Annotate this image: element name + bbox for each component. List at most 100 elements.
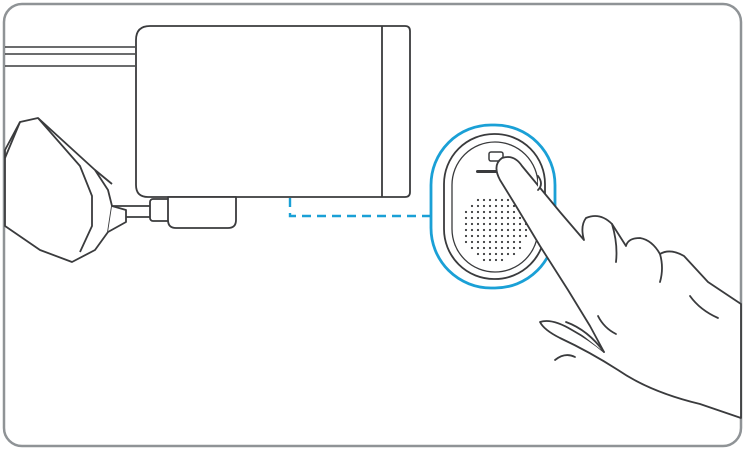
grille-dot bbox=[500, 234, 504, 238]
grille-dot bbox=[512, 210, 516, 214]
grille-dot bbox=[494, 198, 498, 202]
sync-button-icon bbox=[488, 151, 504, 162]
grille-dot bbox=[518, 246, 522, 250]
grille-dot bbox=[494, 210, 498, 214]
grille-dot bbox=[476, 204, 480, 208]
grille-dot bbox=[470, 216, 474, 220]
mount-rail bbox=[5, 46, 135, 67]
grille-dot bbox=[488, 234, 492, 238]
grille-dot bbox=[482, 222, 486, 226]
grille-dot bbox=[482, 252, 486, 256]
grille-dot bbox=[512, 216, 516, 220]
grille-dot bbox=[464, 210, 468, 214]
grille-dot bbox=[494, 222, 498, 226]
grille-dot bbox=[482, 246, 486, 250]
grille-dot bbox=[500, 222, 504, 226]
grille-dot bbox=[488, 240, 492, 244]
grille-dot bbox=[476, 252, 480, 256]
grille-dot bbox=[470, 240, 474, 244]
grille-dot bbox=[494, 258, 498, 262]
grille-dot bbox=[506, 210, 510, 214]
grille-dot bbox=[506, 216, 510, 220]
grille-dot bbox=[482, 198, 486, 202]
grille-dot bbox=[518, 240, 522, 244]
grille-dot bbox=[506, 246, 510, 250]
grille-dot bbox=[488, 216, 492, 220]
grille-dot bbox=[518, 234, 522, 238]
grille-dot bbox=[470, 246, 474, 250]
usb-connector-icon bbox=[149, 196, 237, 229]
grille-dot bbox=[512, 246, 516, 250]
camera-body-icon bbox=[135, 25, 411, 198]
grille-dot bbox=[506, 228, 510, 232]
grille-dot bbox=[464, 228, 468, 232]
grille-dot bbox=[506, 234, 510, 238]
grille-dot bbox=[476, 210, 480, 214]
grille-dot bbox=[512, 234, 516, 238]
grille-dot bbox=[494, 252, 498, 256]
grille-dot bbox=[506, 222, 510, 226]
grille-dot bbox=[500, 240, 504, 244]
grille-dot bbox=[506, 204, 510, 208]
grille-dot bbox=[500, 246, 504, 250]
grille-dot bbox=[500, 216, 504, 220]
grille-dot bbox=[464, 234, 468, 238]
grille-dot bbox=[464, 222, 468, 226]
grille-dot bbox=[488, 252, 492, 256]
grille-dot bbox=[464, 216, 468, 220]
grille-dot bbox=[494, 240, 498, 244]
grille-dot bbox=[476, 222, 480, 226]
grille-dot bbox=[524, 228, 528, 232]
grille-dot bbox=[518, 222, 522, 226]
grille-dot bbox=[476, 234, 480, 238]
grille-dot bbox=[518, 228, 522, 232]
grille-dot bbox=[500, 228, 504, 232]
grille-dot bbox=[482, 240, 486, 244]
grille-dot bbox=[470, 204, 474, 208]
grille-dot bbox=[482, 228, 486, 232]
grille-dot bbox=[488, 204, 492, 208]
grille-dot bbox=[488, 246, 492, 250]
grille-dot bbox=[482, 234, 486, 238]
grille-dot bbox=[476, 216, 480, 220]
grille-dot bbox=[506, 198, 510, 202]
grille-dot bbox=[488, 228, 492, 232]
grille-dot bbox=[494, 216, 498, 220]
grille-dot bbox=[470, 210, 474, 214]
grille-dot bbox=[482, 258, 486, 262]
grille-dot bbox=[494, 228, 498, 232]
grille-dot bbox=[476, 246, 480, 250]
grille-dot bbox=[494, 234, 498, 238]
grille-dot bbox=[482, 204, 486, 208]
grille-dot bbox=[464, 240, 468, 244]
grille-dot bbox=[470, 234, 474, 238]
grille-dot bbox=[476, 240, 480, 244]
grille-dot bbox=[518, 216, 522, 220]
grille-dot bbox=[482, 210, 486, 214]
pointing-hand-icon bbox=[495, 156, 742, 419]
grille-dot bbox=[500, 204, 504, 208]
grille-dot bbox=[512, 240, 516, 244]
grille-dot bbox=[500, 258, 504, 262]
grille-dot bbox=[512, 222, 516, 226]
dashed-connection-icon bbox=[288, 198, 444, 218]
grille-dot bbox=[476, 198, 480, 202]
grille-dot bbox=[512, 204, 516, 208]
grille-dot bbox=[488, 258, 492, 262]
grille-dot bbox=[506, 240, 510, 244]
grille-dot bbox=[494, 204, 498, 208]
grille-dot bbox=[488, 198, 492, 202]
grille-dot bbox=[524, 234, 528, 238]
grille-dot bbox=[482, 216, 486, 220]
grille-dot bbox=[470, 222, 474, 226]
grille-dot bbox=[476, 228, 480, 232]
grille-dot bbox=[500, 198, 504, 202]
grille-dot bbox=[500, 210, 504, 214]
camera-lens-icon bbox=[4, 117, 152, 263]
grille-dot bbox=[512, 252, 516, 256]
grille-dot bbox=[470, 228, 474, 232]
grille-dot bbox=[488, 222, 492, 226]
grille-dot bbox=[500, 252, 504, 256]
